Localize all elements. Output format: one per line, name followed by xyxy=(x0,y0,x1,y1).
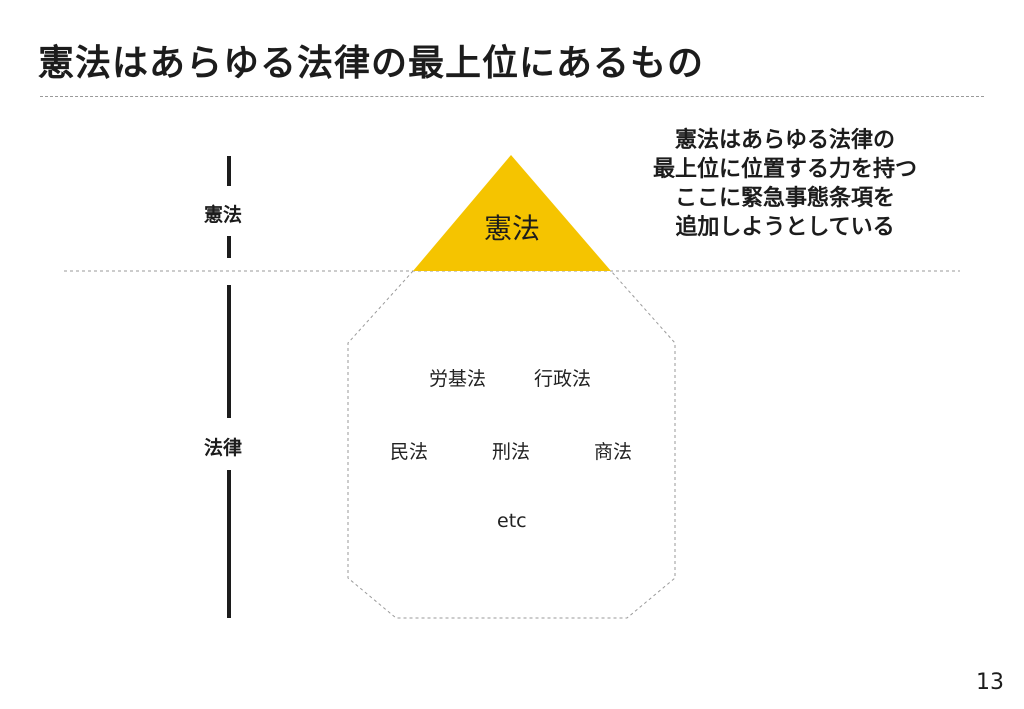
side-label-laws: 法律 xyxy=(204,437,243,459)
callout-line: 憲法はあらゆる法律の xyxy=(674,128,895,153)
law-commercial: 商法 xyxy=(594,441,633,463)
law-etc: etc xyxy=(497,510,527,532)
laws-bracket-bottom xyxy=(227,470,231,618)
side-label-constitution: 憲法 xyxy=(204,204,243,226)
page-number: 13 xyxy=(976,670,1004,695)
constitution-bracket-bottom xyxy=(227,236,231,258)
page-title: 憲法はあらゆる法律の最上位にあるもの xyxy=(38,43,705,84)
laws-bracket-top xyxy=(227,285,231,418)
constitution-bracket-top xyxy=(227,156,231,186)
law-administrative: 行政法 xyxy=(534,368,592,390)
callout-line: ここに緊急事態条項を xyxy=(674,186,895,211)
callout-line: 追加しようとしている xyxy=(675,215,895,240)
law-labor-standards: 労基法 xyxy=(429,368,487,390)
laws-outline xyxy=(347,270,676,619)
callout-line: 最上位に位置する力を持つ xyxy=(652,157,917,182)
constitution-triangle xyxy=(413,155,611,271)
law-civil: 民法 xyxy=(390,441,429,463)
constitution-triangle-label: 憲法 xyxy=(484,212,540,245)
callout-text: 憲法はあらゆる法律の 最上位に位置する力を持つ ここに緊急事態条項を 追加しよう… xyxy=(600,126,970,242)
title-divider xyxy=(40,96,984,97)
law-criminal: 刑法 xyxy=(492,441,531,463)
